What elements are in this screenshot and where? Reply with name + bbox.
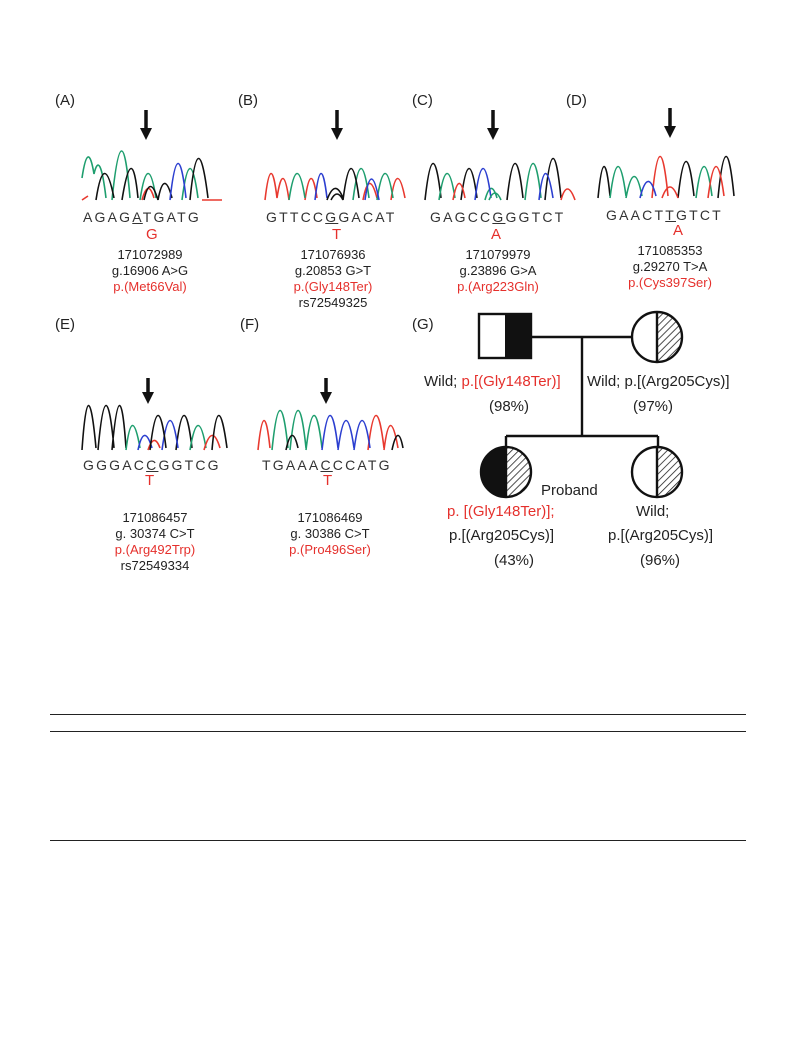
chromatogram-e bbox=[81, 378, 228, 451]
sequence-text: GGGACCGGTCG bbox=[83, 457, 221, 473]
chromatogram-a bbox=[81, 110, 222, 201]
panel-label: (G) bbox=[412, 316, 434, 333]
alt-base: T bbox=[145, 472, 155, 489]
table-bottom-rule bbox=[50, 840, 746, 841]
variant-info: 171076936 g.20853 G>T p.(Gly148Ter) rs72… bbox=[293, 247, 373, 310]
sequence-text: TGAAACCCATG bbox=[262, 457, 392, 473]
proband-genotype-1: p. [(Gly148Ter)]; bbox=[447, 503, 555, 520]
proband-percent: (43%) bbox=[494, 552, 535, 569]
father-percent: (98%) bbox=[489, 398, 530, 415]
variant-info: 171085353 g.29270 T>A p.(Cys397Ser) bbox=[628, 243, 712, 290]
mother-percent: (97%) bbox=[633, 398, 674, 415]
alt-base: A bbox=[673, 222, 684, 239]
chromatogram-b bbox=[264, 110, 406, 201]
sibling-percent: (96%) bbox=[640, 552, 681, 569]
proband-genotype-2: p.[(Arg205Cys)] bbox=[449, 527, 555, 544]
sequence-text: GAACTTGTCT bbox=[606, 207, 723, 223]
panel-label: (F) bbox=[240, 316, 260, 333]
alt-base: G bbox=[146, 226, 158, 243]
variant-info: 171086457 g. 30374 C>T p.(Arg492Trp) rs7… bbox=[114, 510, 196, 573]
sibling-genotype-1: Wild; bbox=[636, 503, 670, 520]
chromatogram-d bbox=[597, 108, 735, 199]
sequence-text: GTTCCGGACAT bbox=[266, 209, 397, 225]
panel-label: (E) bbox=[55, 316, 75, 333]
variant-info: 171079979 g.23896 G>A p.(Arg223Gln) bbox=[457, 247, 539, 294]
alt-base: A bbox=[491, 226, 502, 243]
sequence-text: GAGCCGGGTCT bbox=[430, 209, 566, 225]
mother-genotype: Wild; p.[(Arg205Cys)] bbox=[587, 373, 730, 390]
father-genotype: Wild; p.[(Gly148Ter)] bbox=[424, 373, 561, 390]
panel-label: (C) bbox=[412, 92, 433, 109]
variant-info: 171072989 g.16906 A>G p.(Met66Val) bbox=[111, 247, 189, 294]
chromatogram-c bbox=[424, 110, 576, 201]
panel-label: (A) bbox=[55, 92, 75, 109]
variant-info: 171086469 g. 30386 C>T p.(Pro496Ser) bbox=[289, 510, 371, 557]
panel-label: (D) bbox=[566, 92, 587, 109]
alt-base: T bbox=[332, 226, 342, 243]
sibling-genotype-2: p.[(Arg205Cys)] bbox=[608, 527, 714, 544]
chromatogram-f bbox=[257, 378, 404, 451]
alt-base: T bbox=[323, 472, 333, 489]
pedigree-diagram bbox=[477, 310, 684, 499]
sequence-text: AGAGATGATG bbox=[83, 209, 201, 225]
proband-tag: Proband bbox=[541, 482, 598, 499]
panel-label: (B) bbox=[238, 92, 258, 109]
table-top-rule bbox=[50, 714, 746, 715]
table-header-rule bbox=[50, 731, 746, 732]
